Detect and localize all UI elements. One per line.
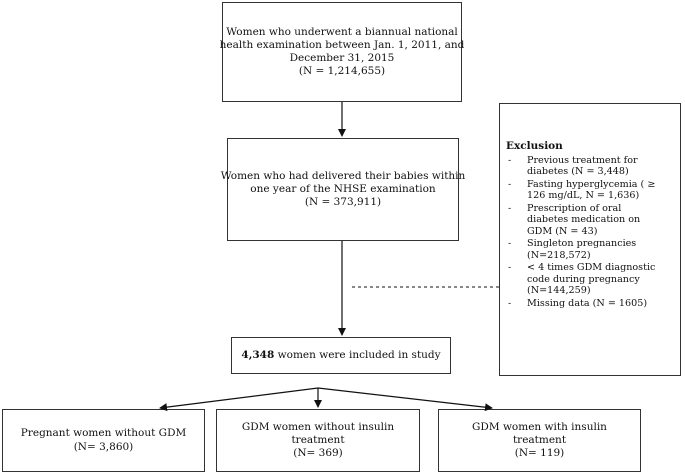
box-text-line: (N= 3,860)	[73, 440, 134, 453]
exclusion-bullet: -	[508, 202, 512, 214]
included-label: women were included in study	[274, 348, 441, 361]
exclusion-bullet: -	[508, 297, 512, 309]
exclusion-item: - Singleton pregnancies (N=218,572)	[506, 238, 674, 261]
exclusion-item-line: GDM (N = 43)	[527, 225, 598, 237]
box-text-line: GDM women without insulin	[241, 420, 395, 433]
exclusion-bullet: -	[508, 238, 512, 250]
box-text-line: (N= 369)	[293, 447, 343, 460]
exclusion-item-line: Prescription of oral	[527, 202, 622, 214]
box-gdm-without-insulin: GDM women without insulin treatment (N= …	[216, 409, 420, 472]
box-exclusion: Exclusion - Previous treatment for diabe…	[499, 103, 681, 376]
exclusion-item-line: diabetes medication on	[527, 214, 641, 226]
exclusion-item: - Previous treatment for diabetes (N = 3…	[506, 155, 674, 178]
exclusion-item-line: (N=144,259)	[527, 285, 591, 297]
exclusion-item: - Prescription of oral diabetes medicati…	[506, 203, 674, 238]
box-text-line: GDM women with insulin	[472, 420, 607, 433]
exclusion-bullet: -	[508, 262, 512, 274]
exclusion-item-line: Fasting hyperglycemia ( ≥	[527, 178, 656, 190]
included-text: 4,348 women were included in study	[241, 349, 440, 362]
box-text-line: (N= 119)	[514, 447, 565, 460]
exclusion-bullet: -	[508, 178, 512, 190]
box-text-line: Women who underwent a biannual national	[226, 25, 458, 38]
box-pregnant-without-gdm: Pregnant women without GDM (N= 3,860)	[2, 409, 205, 472]
exclusion-item: - Fasting hyperglycemia ( ≥ 126 mg/dL, N…	[506, 179, 674, 202]
exclusion-item: - < 4 times GDM diagnostic code during p…	[506, 262, 674, 297]
box-delivered-within-year: Women who had delivered their babies wit…	[221, 138, 465, 241]
box-text-line: (N = 1,214,655)	[298, 65, 386, 78]
exclusion-item-line: < 4 times GDM diagnostic	[527, 262, 656, 274]
exclusion-title: Exclusion	[506, 140, 563, 152]
exclusion-item-line: code during pregnancy	[527, 273, 640, 285]
box-biannual-exam: Women who underwent a biannual national …	[219, 2, 465, 102]
exclusion-item-line: (N=218,572)	[527, 249, 591, 261]
arrow-included-to-gdm-with-insulin	[317, 387, 493, 412]
box-text-line: treatment	[512, 433, 567, 446]
box-text-line: health examination between Jan. 1, 2011,…	[219, 38, 465, 51]
box-included-in-study: 4,348 women were included in study	[231, 337, 451, 374]
exclusion-bullet: -	[508, 154, 512, 166]
exclusion-item-line: Missing data (N = 1605)	[527, 297, 648, 309]
box-text-line: (N = 373,911)	[304, 196, 382, 209]
box-gdm-with-insulin: GDM women with insulin treatment (N= 119…	[438, 409, 641, 472]
included-count: 4,348	[241, 348, 275, 361]
arrow-included-to-pregnant-without-gdm	[159, 387, 319, 412]
box-text-line: December 31, 2015	[289, 52, 395, 64]
exclusion-item-line: diabetes (N = 3,448)	[527, 166, 629, 178]
box-text-line: Women who had delivered their babies wit…	[220, 169, 466, 182]
box-text-line: one year of the NHSE examination	[250, 182, 436, 195]
exclusion-item-line: 126 mg/dL, N = 1,636)	[527, 190, 640, 202]
exclusion-item: - Missing data (N = 1605)	[506, 298, 674, 310]
box-text-line: treatment	[291, 433, 345, 446]
exclusion-list: - Previous treatment for diabetes (N = 3…	[506, 155, 674, 310]
exclusion-item-line: Singleton pregnancies	[527, 238, 637, 250]
exclusion-item-line: Previous treatment for	[527, 154, 638, 166]
box-text-line: Pregnant women without GDM	[20, 427, 187, 440]
